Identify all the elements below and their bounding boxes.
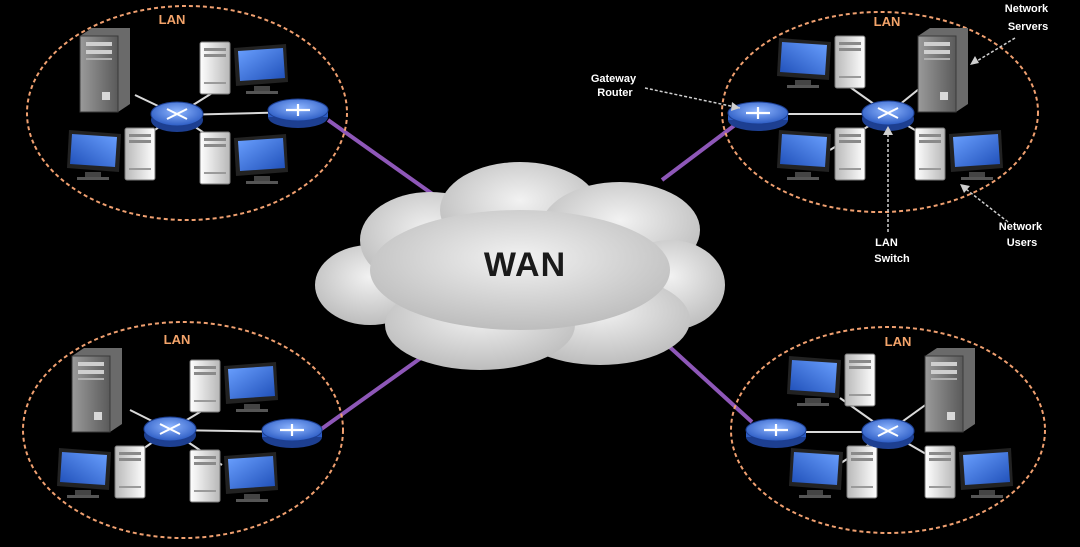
workstation-icon <box>199 41 289 95</box>
workstation-icon <box>189 449 279 503</box>
wan-link-top-right <box>660 123 737 182</box>
workstation-icon <box>788 445 878 499</box>
wan-link-bottom-right <box>660 338 754 424</box>
workstation-icon <box>189 359 279 413</box>
workstation-icon <box>924 445 1014 499</box>
callout-lan-switch: LAN Switch <box>874 237 910 265</box>
router-icon <box>260 417 324 450</box>
lan-top-right: LAN <box>721 11 1039 213</box>
server-icon <box>917 27 969 113</box>
lan-label: LAN <box>164 332 191 347</box>
server-icon <box>924 347 976 433</box>
lan-label: LAN <box>159 12 186 27</box>
callout-network-servers: Network Servers <box>1005 3 1051 33</box>
workstation-icon <box>776 127 866 181</box>
callouts: Gateway Router Network Servers LAN Switc… <box>590 2 1051 266</box>
router-icon <box>266 97 330 130</box>
lan-top-left: LAN <box>26 5 348 221</box>
lan-boundary <box>730 326 1046 534</box>
workstation-icon <box>786 353 876 407</box>
lan-bottom-left: LAN <box>22 321 344 539</box>
wan-link-bottom-left <box>318 348 434 432</box>
lan-label: LAN <box>885 334 912 349</box>
server-icon <box>79 27 131 113</box>
switch-icon <box>861 418 915 450</box>
workstation-icon <box>66 127 156 181</box>
wan-cloud: WAN <box>315 162 725 370</box>
server-icon <box>71 347 123 433</box>
switch-icon <box>150 101 204 133</box>
lan-boundary <box>26 5 348 221</box>
lan-boundary <box>721 11 1039 213</box>
workstation-icon <box>914 127 1004 181</box>
lan-label: LAN <box>874 14 901 29</box>
wan-label: WAN <box>484 246 566 284</box>
callout-gateway-router: Gateway Router <box>591 73 639 99</box>
lan-bottom-right: LAN <box>730 326 1046 534</box>
workstation-icon <box>776 35 866 89</box>
switch-icon <box>143 416 197 448</box>
workstation-icon <box>199 131 289 185</box>
callout-network-users: Network Users <box>999 221 1045 249</box>
router-icon <box>744 417 808 450</box>
lan-boundary <box>22 321 344 539</box>
workstation-icon <box>56 445 146 499</box>
